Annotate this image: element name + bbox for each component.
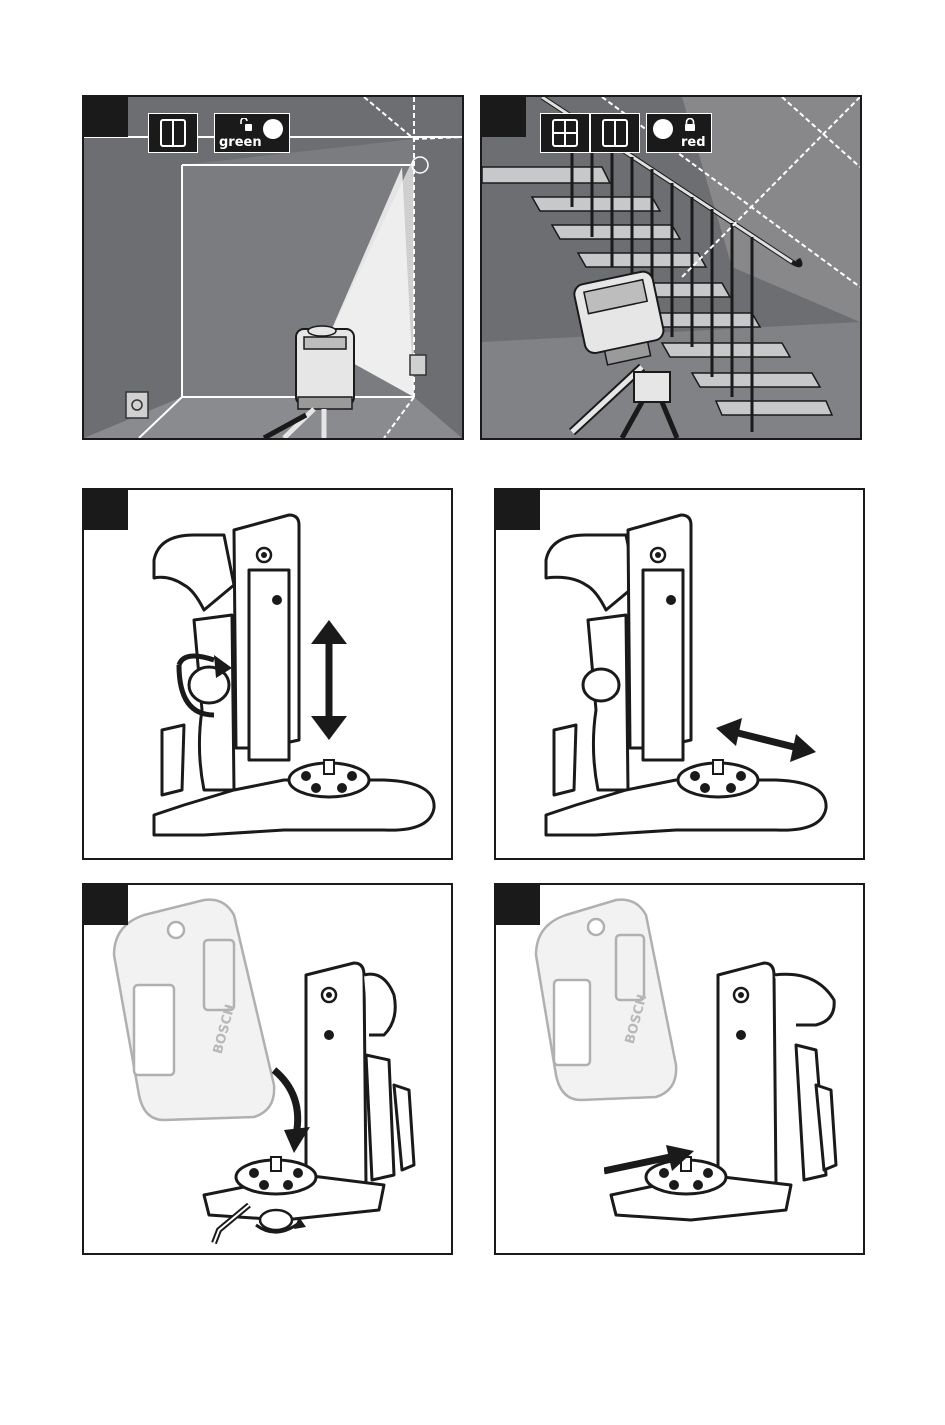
led-indicator-red: red bbox=[646, 113, 712, 153]
figure-panel-laser-room: green bbox=[82, 95, 464, 440]
led-light-icon bbox=[263, 119, 283, 139]
horizontal-adjust-arrow-icon bbox=[716, 710, 816, 770]
figure-panel-mount-horizontal bbox=[494, 488, 865, 860]
unlocked-icon bbox=[239, 118, 253, 132]
figure-tag bbox=[496, 885, 540, 925]
led-light-icon bbox=[653, 119, 673, 139]
cross-line-mode-icon bbox=[540, 113, 590, 153]
figure-tag bbox=[84, 97, 128, 137]
figure-tag bbox=[482, 97, 526, 137]
attach-illustration: BOSCH bbox=[496, 885, 863, 1253]
locked-icon bbox=[683, 118, 697, 132]
figure-tag bbox=[496, 490, 540, 530]
figure-panel-mount-vertical bbox=[82, 488, 453, 860]
mount-illustration bbox=[496, 490, 863, 858]
figure-tag bbox=[84, 885, 128, 925]
figure-panel-attach-lower: BOSCH bbox=[82, 883, 453, 1255]
lower-onto-mount-arrow-icon bbox=[264, 1065, 324, 1155]
led-indicator-green: green bbox=[214, 113, 290, 153]
led-color-label: green bbox=[219, 136, 262, 150]
mount-illustration bbox=[84, 490, 451, 858]
vertical-line-mode-icon bbox=[590, 113, 640, 153]
vertical-line-mode-icon bbox=[148, 113, 198, 153]
figure-tag bbox=[84, 490, 128, 530]
figure-panel-attach-slide: BOSCH bbox=[494, 883, 865, 1255]
figure-panel-staircase: red bbox=[480, 95, 862, 440]
vertical-adjust-arrow-icon bbox=[309, 620, 349, 740]
slide-onto-mount-arrow-icon bbox=[604, 1143, 694, 1183]
led-color-label: red bbox=[681, 136, 706, 150]
